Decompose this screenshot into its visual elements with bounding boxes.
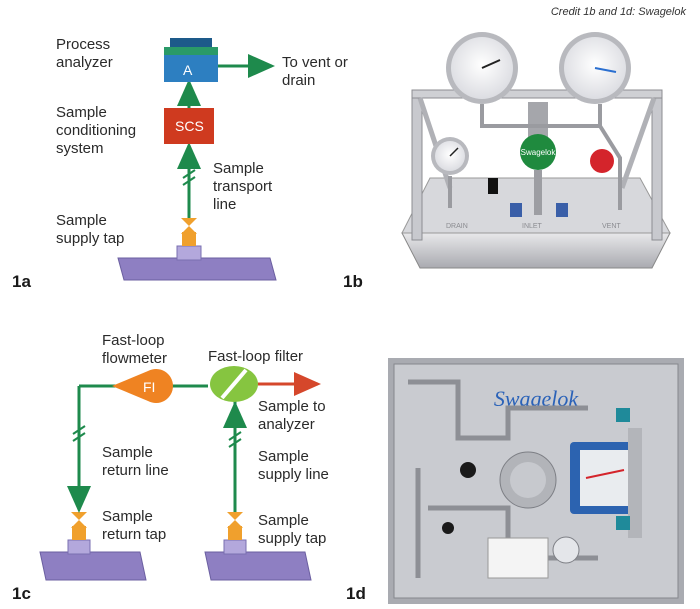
plate-label-drain: DRAIN: [446, 223, 468, 230]
fi-text: FI: [143, 379, 156, 395]
scs-label: Sample conditioning system: [56, 104, 137, 157]
supply-tap-valve: [227, 512, 243, 540]
return-tap-valve: [71, 512, 87, 540]
supply-line-label: Sample supply line: [258, 448, 329, 483]
return-line-label: Sample return line: [102, 444, 169, 479]
analyzer-top: [170, 38, 212, 48]
panel-id-1d: 1d: [346, 584, 366, 603]
photo-1b-sampling-panel: Swagelok DRAIN INLET VENT: [401, 32, 671, 269]
flowmeter-label: Fast-loop flowmeter: [102, 332, 168, 367]
analyzer-box: [164, 47, 218, 57]
return-pipe-1c: [39, 551, 147, 581]
scs-box: [164, 108, 214, 144]
process-analyzer-label: Process analyzer: [56, 36, 113, 71]
fi-flowmeter: [112, 368, 173, 403]
vent-label: To vent or drain: [282, 54, 348, 89]
supply-tap-label-1a: Sample supply tap: [56, 212, 125, 247]
plate-label-vent: VENT: [602, 223, 621, 230]
analyzer-box-letter: A: [183, 62, 193, 78]
photo-credit: Credit 1b and 1d: Swagelok: [550, 6, 686, 18]
pipe-tee-1a: [176, 245, 202, 261]
panel-id-1b: 1b: [343, 272, 363, 291]
diagram-1c: [39, 366, 321, 581]
supply-tap-label-1c: Sample supply tap: [258, 512, 327, 547]
plate-label-inlet: INLET: [522, 223, 543, 230]
panel-id-1c: 1c: [12, 584, 31, 603]
photo-1b-brand: Swagelok: [521, 148, 557, 157]
line-break-1a: [182, 169, 196, 186]
diagram-1a: [117, 38, 277, 281]
tap-valve-1a: [181, 218, 197, 246]
filter-label: Fast-loop filter: [208, 348, 304, 365]
panel-id-1a: 1a: [12, 272, 31, 291]
to-analyzer-label: Sample to analyzer: [258, 398, 326, 433]
photo-1d-fast-loop-panel: Swagelok: [388, 358, 684, 604]
supply-pipe-1c: [204, 551, 312, 581]
supply-pipe-1a: [117, 257, 277, 281]
transport-line-label: Sample transport line: [213, 160, 273, 213]
return-tap-label: Sample return tap: [102, 508, 167, 543]
scs-box-text: SCS: [175, 118, 204, 134]
